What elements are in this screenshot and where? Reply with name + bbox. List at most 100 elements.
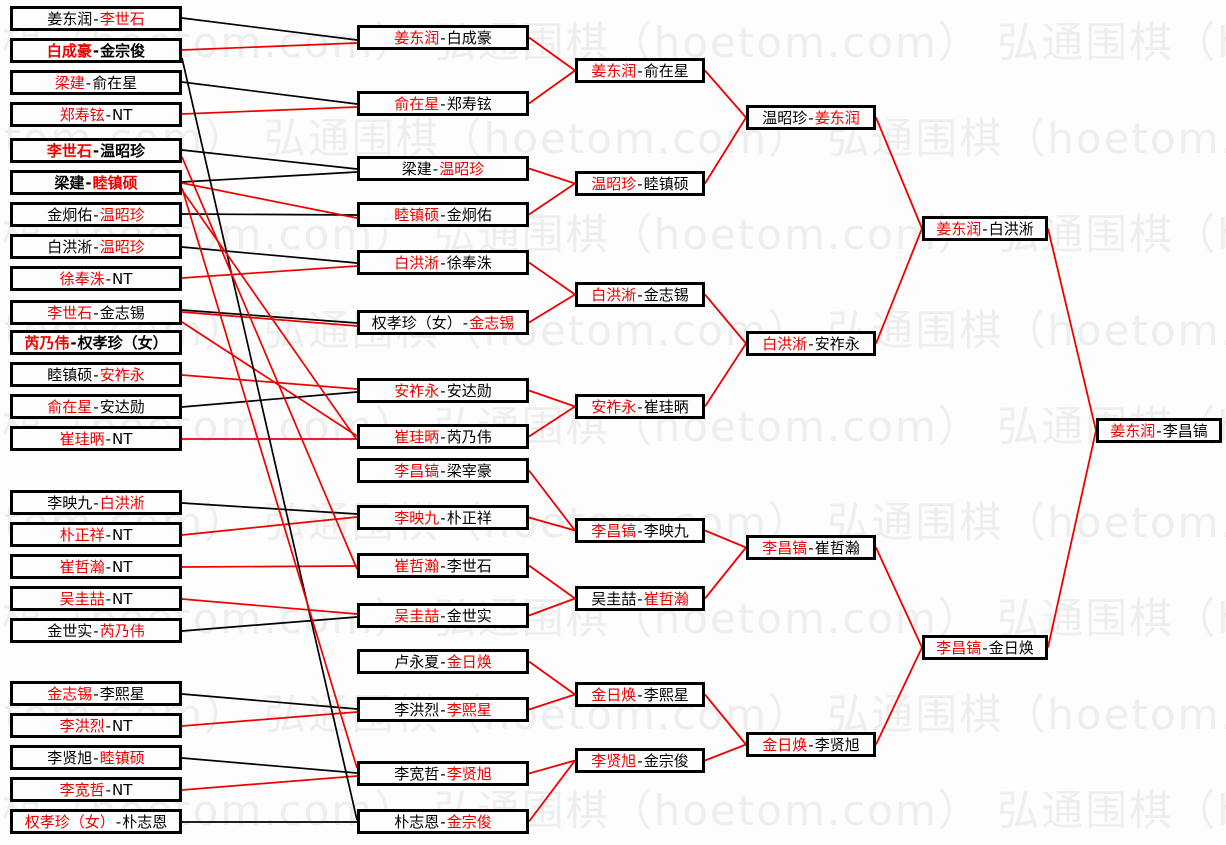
versus-separator: - — [462, 313, 469, 332]
round1-match-18[interactable]: 金世实-芮乃伟 — [10, 618, 182, 643]
quarterfinal-match-1[interactable]: 白洪淅-安祚永 — [746, 331, 876, 356]
round2-match-4[interactable]: 白洪淅-徐奉洙 — [357, 250, 529, 275]
round1-match-16[interactable]: 崔哲瀚-NT — [10, 554, 182, 579]
round1-match-4[interactable]: 李世石-温昭珍 — [10, 138, 182, 163]
semifinal-match-1[interactable]: 李昌镐-金日焕 — [922, 635, 1048, 660]
round3-match-3[interactable]: 安祚永-崔珪昞 — [575, 394, 705, 419]
player-left: 梁建 — [54, 74, 85, 92]
player-right: 李熙星 — [446, 701, 492, 719]
connector-line — [875, 117, 923, 229]
round2-match-10[interactable]: 崔哲瀚-李世石 — [357, 553, 529, 578]
versus-separator: - — [93, 9, 99, 28]
player-right: NT — [112, 269, 133, 288]
player-left: 白洪淅 — [47, 238, 93, 256]
round2-match-3[interactable]: 睦镇硕-金炯佑 — [357, 202, 529, 227]
versus-separator: - — [93, 748, 99, 767]
round2-match-9[interactable]: 李映九-朴正祥 — [357, 505, 529, 530]
round1-match-21[interactable]: 李贤旭-睦镇硕 — [10, 745, 182, 770]
player-right: NT — [112, 557, 133, 576]
connector-line — [181, 106, 358, 115]
round1-match-23[interactable]: 权孝珍（女）-朴志恩 — [10, 809, 182, 834]
round1-match-9[interactable]: 李世石-金志锡 — [10, 300, 182, 325]
round1-match-6[interactable]: 金炯佑-温昭珍 — [10, 202, 182, 227]
player-right: 崔哲瀚 — [814, 539, 860, 557]
connector-line — [528, 69, 576, 105]
round2-match-7[interactable]: 崔珪昞-芮乃伟 — [357, 424, 529, 449]
round3-match-1[interactable]: 温昭珍-睦镇硕 — [575, 171, 705, 196]
versus-separator: - — [440, 606, 446, 625]
round2-match-5[interactable]: 权孝珍（女）-金志锡 — [357, 310, 529, 335]
connector-line — [528, 759, 576, 775]
round1-match-1[interactable]: 白成豪-金宗俊 — [10, 38, 182, 63]
round1-match-17[interactable]: 吴圭喆-NT — [10, 586, 182, 611]
round1-match-20[interactable]: 李洪烈-NT — [10, 713, 182, 738]
round2-match-14[interactable]: 李宽哲-李贤旭 — [357, 761, 529, 786]
player-right: NT — [112, 525, 133, 544]
player-right: 李昌镐 — [1162, 422, 1208, 440]
round2-match-1[interactable]: 俞在星-郑寿铉 — [357, 91, 529, 116]
connector-line — [1047, 430, 1097, 648]
connector-line — [528, 293, 576, 324]
round1-match-14[interactable]: 李映九-白洪淅 — [10, 490, 182, 515]
round3-match-0[interactable]: 姜东润-俞在星 — [575, 58, 705, 83]
connector-line — [528, 597, 576, 617]
round3-match-5[interactable]: 吴圭喆-崔哲瀚 — [575, 586, 705, 611]
quarterfinal-match-0[interactable]: 温昭珍-姜东润 — [746, 105, 876, 130]
semifinal-match-0[interactable]: 姜东润-白洪淅 — [922, 216, 1048, 241]
connector-line — [181, 213, 358, 216]
round1-match-12[interactable]: 俞在星-安达勋 — [10, 394, 182, 419]
player-right: 温昭珍 — [99, 206, 145, 224]
player-right: 俞在星 — [643, 62, 689, 80]
round1-match-19[interactable]: 金志锡-李熙星 — [10, 681, 182, 706]
round2-match-8[interactable]: 李昌镐-梁宰豪 — [357, 458, 529, 483]
quarterfinal-match-2[interactable]: 李昌镐-崔哲瀚 — [746, 535, 876, 560]
round1-match-13[interactable]: 崔珪昞-NT — [10, 426, 182, 451]
round1-match-7[interactable]: 白洪淅-温昭珍 — [10, 234, 182, 259]
round2-match-11[interactable]: 吴圭喆-金世实 — [357, 603, 529, 628]
round2-match-0[interactable]: 姜东润-白成豪 — [357, 25, 529, 50]
connector-line — [181, 17, 358, 41]
round3-match-2[interactable]: 白洪淅-金志锡 — [575, 282, 705, 307]
connector-line — [528, 261, 576, 296]
round1-match-10[interactable]: 芮乃伟-权孝珍（女） — [10, 330, 182, 355]
player-right: 李贤旭 — [814, 736, 860, 754]
player-left: 李映九 — [394, 509, 440, 527]
connector-line — [528, 759, 576, 823]
round3-match-6[interactable]: 金日焕-李熙星 — [575, 682, 705, 707]
player-right: NT — [112, 105, 133, 124]
round1-match-11[interactable]: 睦镇硕-安祚永 — [10, 362, 182, 387]
round3-match-4[interactable]: 李昌镐-李映九 — [575, 518, 705, 543]
round2-match-15[interactable]: 朴志恩-金宗俊 — [357, 809, 529, 834]
player-right: 温昭珍 — [99, 238, 145, 256]
connector-line — [704, 529, 747, 549]
player-right: 金日焕 — [988, 639, 1034, 657]
round2-match-6[interactable]: 安祚永-安达勋 — [357, 378, 529, 403]
player-left: 李映九 — [47, 494, 93, 512]
connector-line — [181, 309, 358, 324]
player-right: 金世实 — [446, 607, 492, 625]
round1-match-5[interactable]: 梁建-睦镇硕 — [10, 170, 182, 195]
round1-match-15[interactable]: 朴正祥-NT — [10, 522, 182, 547]
player-left: 李昌镐 — [936, 639, 982, 657]
round2-match-13[interactable]: 李洪烈-李熙星 — [357, 697, 529, 722]
round1-match-3[interactable]: 郑寿铉-NT — [10, 102, 182, 127]
round1-match-0[interactable]: 姜东润-李世石 — [10, 6, 182, 31]
final-match-0[interactable]: 姜东润-李昌镐 — [1096, 418, 1222, 443]
round1-match-22[interactable]: 李宽哲-NT — [10, 777, 182, 802]
round1-match-2[interactable]: 梁建-俞在星 — [10, 70, 182, 95]
versus-separator: - — [92, 141, 100, 160]
player-right: 徐奉洙 — [446, 254, 492, 272]
player-right: 李世石 — [99, 10, 145, 28]
connector-line — [181, 187, 358, 769]
round2-match-2[interactable]: 梁建-温昭珍 — [357, 156, 529, 181]
connector-line — [181, 374, 358, 390]
connector-line — [181, 149, 358, 170]
round1-match-8[interactable]: 徐奉洙-NT — [10, 266, 182, 291]
round2-match-12[interactable]: 卢永夏-金日焕 — [357, 649, 529, 674]
player-left: 金日焕 — [762, 736, 808, 754]
player-right: 睦镇硕 — [92, 174, 138, 192]
quarterfinal-match-3[interactable]: 金日焕-李贤旭 — [746, 732, 876, 757]
round3-match-7[interactable]: 李贤旭-金宗俊 — [575, 748, 705, 773]
player-left: 姜东润 — [1110, 422, 1156, 440]
